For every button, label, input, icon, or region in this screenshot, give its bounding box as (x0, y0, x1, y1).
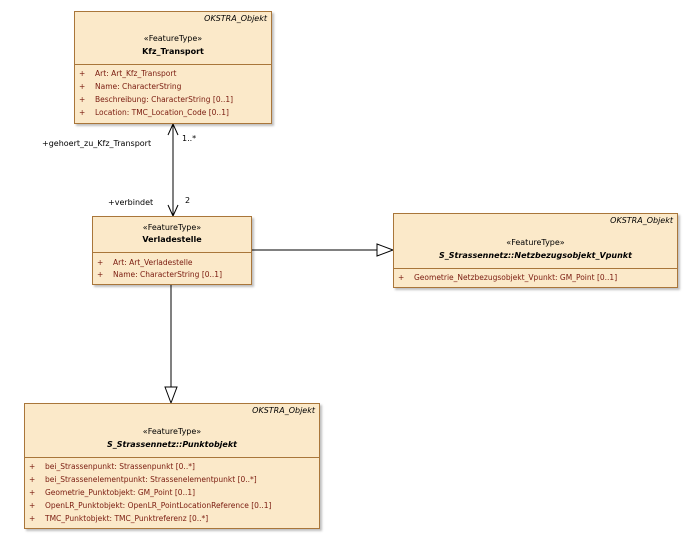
attribute-row[interactable]: +TMC_Punktobjekt: TMC_Punktreferenz [0..… (29, 514, 209, 523)
attribute-row[interactable]: +bei_Strassenpunkt: Strassenpunkt [0..*] (29, 462, 195, 471)
attribute-row[interactable]: +Name: CharacterString (79, 82, 182, 91)
package-label: OKSTRA_Objekt (252, 406, 315, 415)
generalization-arrowhead-punktobjekt (164, 386, 178, 405)
stereotype-label: «FeatureType» (506, 238, 565, 247)
attribute-row[interactable]: +Art: Art_Verladestelle (97, 258, 193, 267)
attribute-row[interactable]: +Art: Art_Kfz_Transport (79, 69, 177, 78)
role-label-kfz: +gehoert_zu_Kfz_Transport (42, 139, 152, 148)
role-label-verlade: +verbindet (108, 198, 154, 207)
stereotype-label: «FeatureType» (143, 34, 203, 43)
class-netzbezugsobjekt-vpunkt[interactable]: OKSTRA_Objekt «FeatureType» S_Strassenne… (393, 213, 678, 288)
generalization-arrowhead-vpunkt (376, 243, 395, 257)
compartment-divider (25, 457, 319, 458)
class-name: Kfz_Transport (142, 47, 204, 56)
class-verladestelle[interactable]: «FeatureType» Verladestelle +Art: Art_Ve… (92, 216, 252, 285)
class-name: S_Strassennetz::Punktobjekt (107, 440, 237, 449)
multiplicity-verlade: 2 (185, 196, 191, 205)
attribute-row[interactable]: +Name: CharacterString [0..1] (97, 270, 222, 279)
attribute-row[interactable]: +OpenLR_Punktobjekt: OpenLR_PointLocatio… (29, 501, 272, 510)
class-kfz-transport[interactable]: OKSTRA_Objekt «FeatureType» Kfz_Transpor… (74, 11, 272, 124)
compartment-divider (75, 64, 271, 65)
attribute-row[interactable]: +Beschreibung: CharacterString [0..1] (79, 95, 234, 104)
multiplicity-kfz: 1..* (182, 134, 197, 143)
class-name: Verladestelle (142, 235, 202, 244)
class-punktobjekt[interactable]: OKSTRA_Objekt «FeatureType» S_Strassenne… (24, 403, 320, 529)
arrowhead-to-kfz-transport (167, 122, 179, 136)
stereotype-label: «FeatureType» (142, 427, 202, 436)
attribute-row[interactable]: +Geometrie_Punktobjekt: GM_Point [0..1] (29, 488, 196, 497)
stereotype-label: «FeatureType» (142, 223, 202, 232)
class-name: S_Strassennetz::Netzbezugsobjekt_Vpunkt (439, 251, 632, 260)
compartment-divider (394, 268, 677, 269)
attribute-row[interactable]: +bei_Strassenelementpunkt: Strasseneleme… (29, 475, 257, 484)
compartment-divider (93, 252, 251, 253)
attribute-row[interactable]: +Location: TMC_Location_Code [0..1] (79, 108, 229, 117)
package-label: OKSTRA_Objekt (204, 14, 267, 23)
attribute-row[interactable]: +Geometrie_Netzbezugsobjekt_Vpunkt: GM_P… (398, 273, 618, 282)
package-label: OKSTRA_Objekt (610, 216, 673, 225)
